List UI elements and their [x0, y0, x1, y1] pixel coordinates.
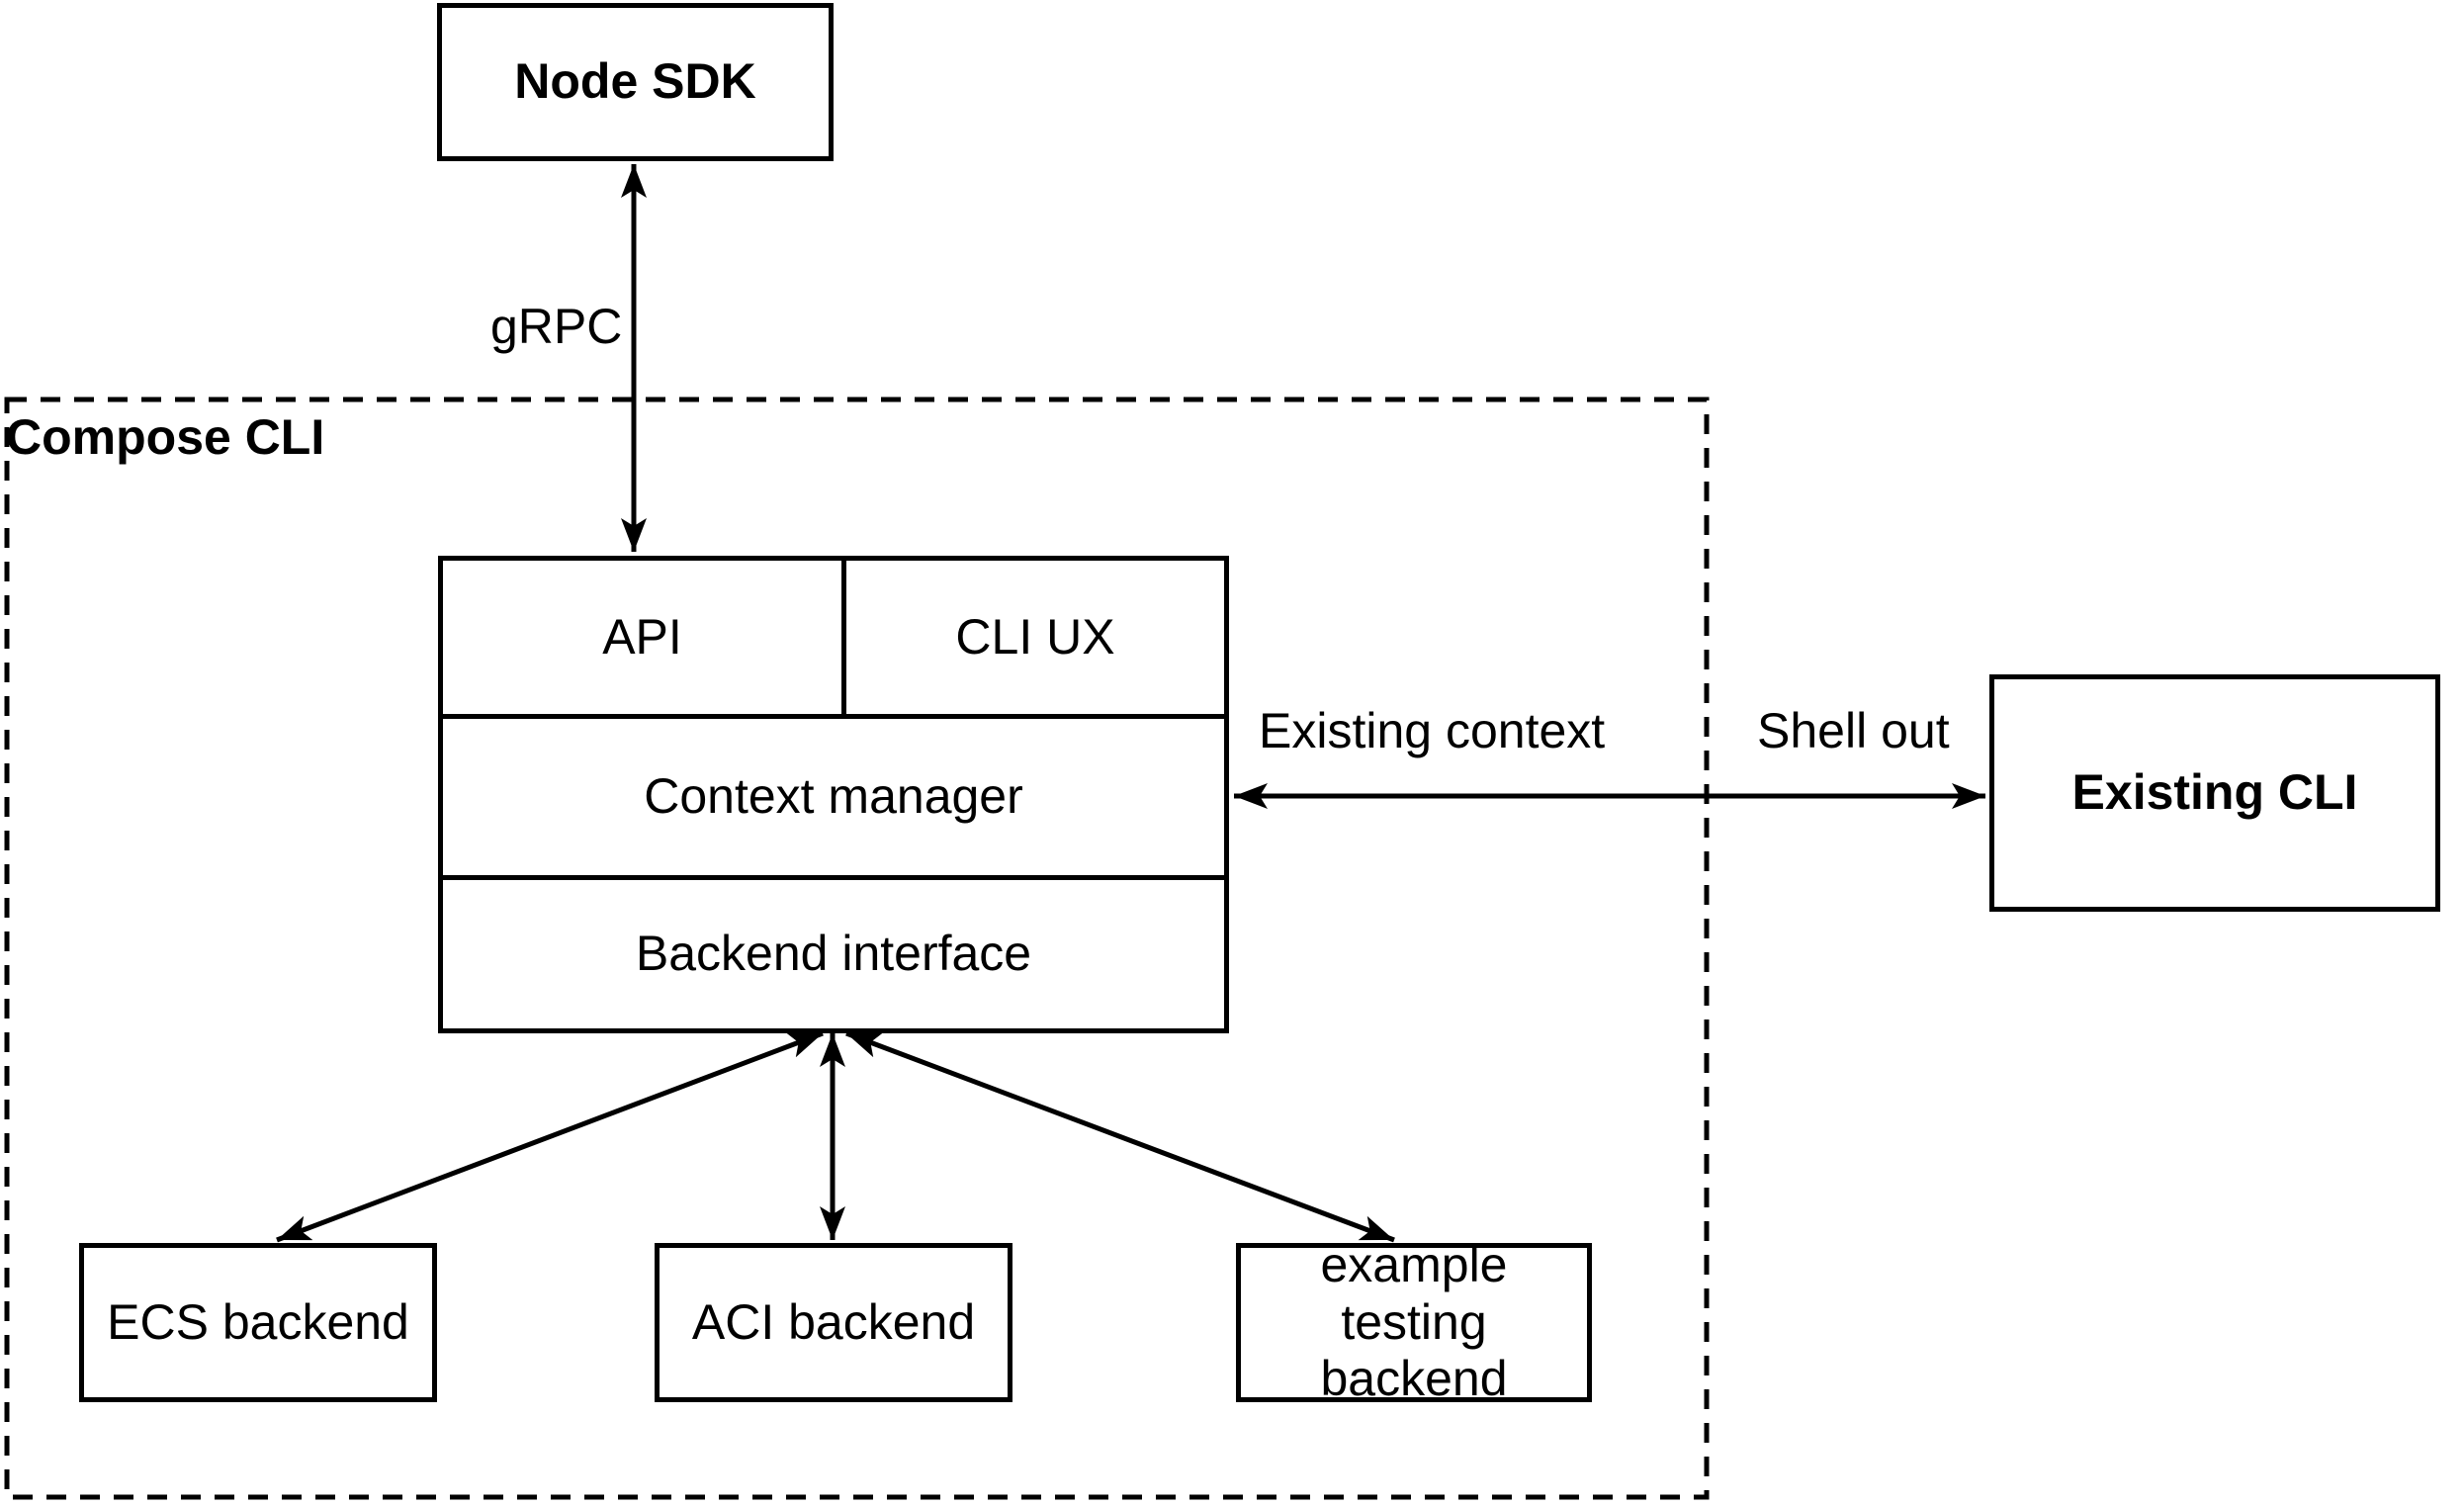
backend-interface-box: Backend interface: [438, 875, 1229, 1033]
aci-backend-label: ACI backend: [691, 1293, 976, 1350]
backend-interface-label: Backend interface: [635, 926, 1032, 982]
grpc-edge-label: gRPC: [490, 299, 623, 354]
shell-out-edge-label: Shell out: [1757, 703, 1950, 758]
example-testing-backend-box: example testing backend: [1236, 1237, 1592, 1406]
context-manager-label: Context manager: [644, 768, 1023, 825]
cli-ux-label: CLI UX: [955, 608, 1115, 665]
existing-context-edge-label: Existing context: [1259, 703, 1606, 758]
example-testing-backend-label: example testing backend: [1320, 1237, 1508, 1407]
cli-ux-box: CLI UX: [841, 556, 1229, 719]
context-manager-box: Context manager: [438, 714, 1229, 880]
existing-cli-label: Existing CLI: [2071, 764, 2358, 821]
ecs-backend-label: ECS backend: [107, 1293, 409, 1350]
node-sdk-box: Node SDK: [437, 3, 834, 161]
compose-cli-container-label: Compose CLI: [6, 409, 325, 465]
ecs-backend-box: ECS backend: [79, 1243, 437, 1402]
api-label: API: [602, 608, 682, 665]
api-box: API: [438, 556, 846, 719]
backend-to-example-arrow: [845, 1030, 1395, 1243]
backend-to-ecs-arrow: [276, 1030, 824, 1243]
node-sdk-label: Node SDK: [514, 53, 756, 110]
aci-backend-box: ACI backend: [655, 1243, 1012, 1402]
existing-cli-box: Existing CLI: [1989, 674, 2440, 912]
